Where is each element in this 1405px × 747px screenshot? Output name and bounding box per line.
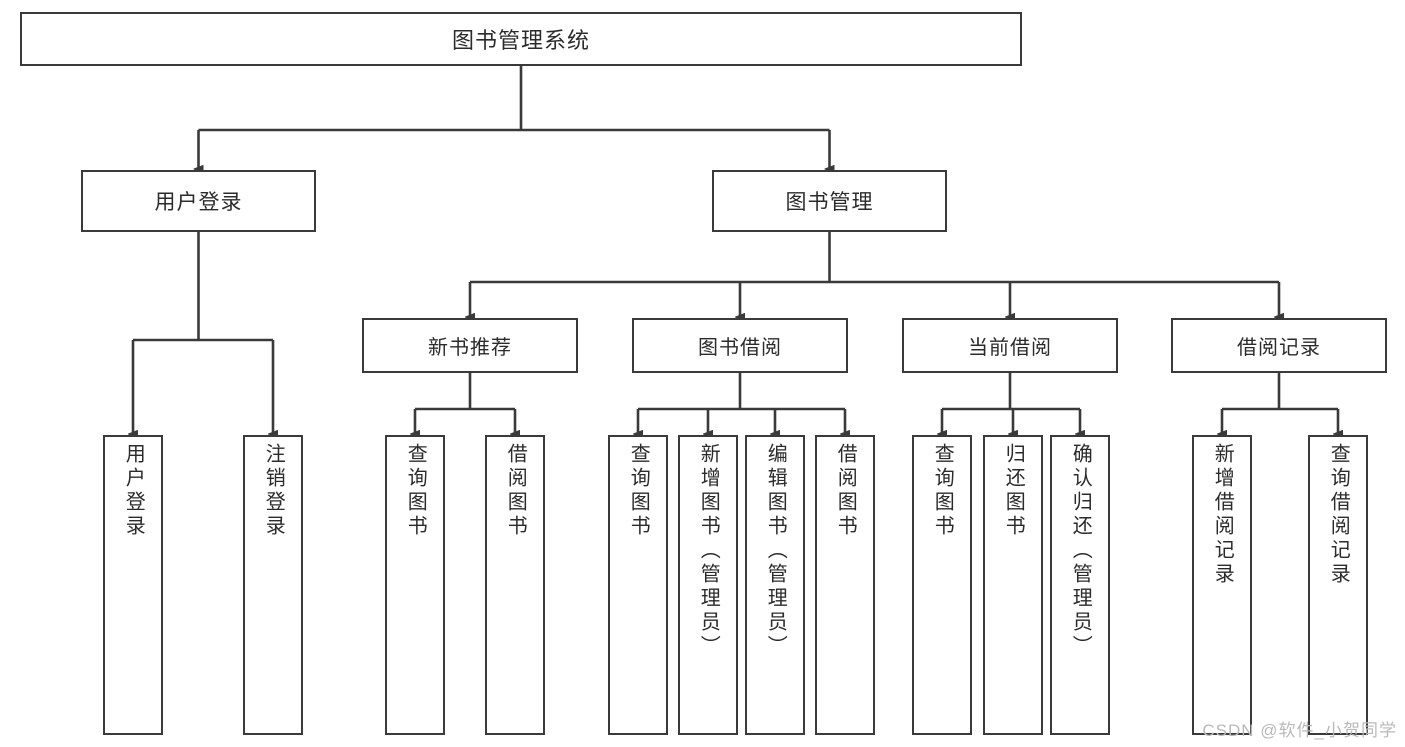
node-l9: 查询图书 [912, 435, 972, 735]
node-l7: 编辑图书（管理员） [745, 435, 805, 735]
node-label: 当前借阅 [968, 337, 1052, 359]
node-l8: 借阅图书 [815, 435, 875, 735]
node-current: 当前借阅 [902, 318, 1118, 373]
node-label: 查询图书 [931, 443, 954, 539]
node-root: 图书管理系统 [20, 12, 1022, 66]
node-l10: 归还图书 [983, 435, 1043, 735]
node-l5: 查询图书 [608, 435, 668, 735]
node-label: 查询图书 [404, 443, 427, 539]
node-label: 注销登录 [262, 443, 285, 539]
node-bookmgmt: 图书管理 [712, 170, 947, 232]
node-label: 新增图书（管理员） [697, 443, 720, 659]
node-l1: 用户登录 [103, 435, 163, 735]
node-label: 编辑图书（管理员） [764, 443, 787, 659]
node-label: 借阅图书 [834, 443, 857, 539]
node-label: 借阅记录 [1237, 337, 1321, 359]
node-label: 新书推荐 [428, 337, 512, 359]
node-records: 借阅记录 [1171, 318, 1387, 373]
node-label: 用户登录 [122, 443, 145, 539]
node-label: 归还图书 [1002, 443, 1025, 539]
node-newbooks: 新书推荐 [362, 318, 578, 373]
node-l4: 借阅图书 [485, 435, 545, 735]
node-l11: 确认归还（管理员） [1050, 435, 1110, 735]
node-borrow: 图书借阅 [632, 318, 848, 373]
node-l13: 查询借阅记录 [1308, 435, 1368, 735]
node-label: 借阅图书 [504, 443, 527, 539]
node-label: 查询借阅记录 [1327, 443, 1350, 587]
node-l2: 注销登录 [243, 435, 303, 735]
node-label: 新增借阅记录 [1211, 443, 1234, 587]
node-label: 查询图书 [627, 443, 650, 539]
node-login: 用户登录 [81, 170, 316, 232]
node-label: 确认归还（管理员） [1069, 443, 1092, 659]
node-label: 图书借阅 [698, 337, 782, 359]
node-l3: 查询图书 [385, 435, 445, 735]
node-label: 用户登录 [154, 191, 243, 214]
node-label: 图书管理 [785, 191, 874, 214]
node-label: 图书管理系统 [451, 28, 590, 53]
watermark-label: CSDN @软件_小贺同学 [1202, 721, 1397, 740]
node-l6: 新增图书（管理员） [678, 435, 738, 735]
node-l12: 新增借阅记录 [1192, 435, 1252, 735]
